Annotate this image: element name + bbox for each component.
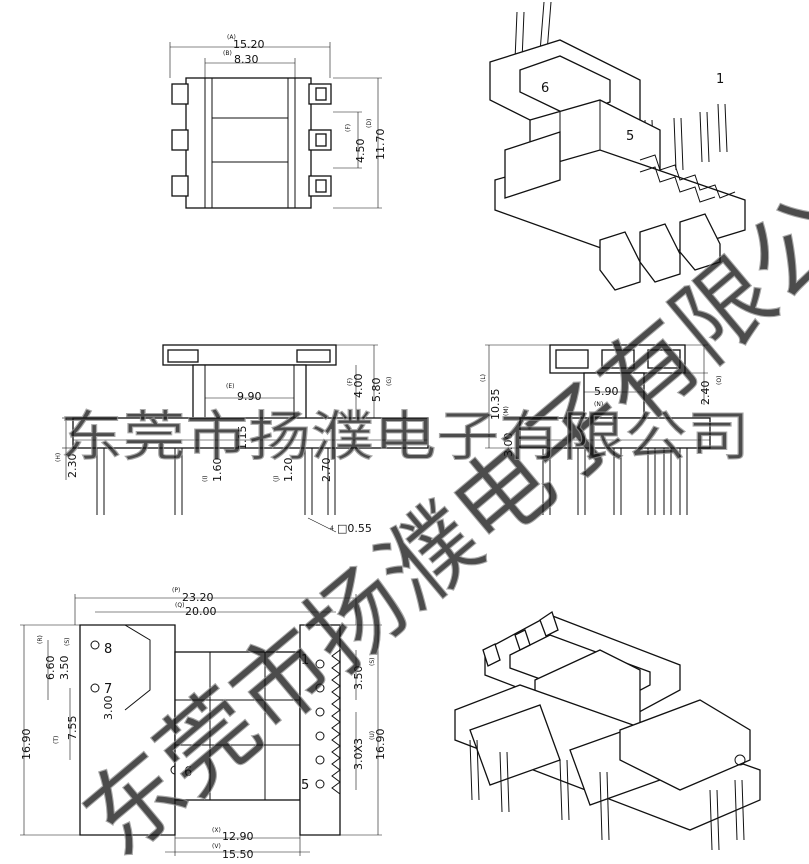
side-dim-f-tag: (F) — [347, 378, 354, 386]
bot-dim-r: 6.60 — [44, 656, 57, 681]
end-dim-n-tag: (N) — [594, 401, 603, 408]
end-dim-l-tag: (L) — [480, 374, 487, 382]
end-dim-m: 3.00 — [502, 433, 515, 458]
side-dim-pin: □0.55 — [337, 522, 372, 535]
side-dim-j-tag: (J) — [273, 476, 280, 482]
iso-pin-6: 6 — [541, 81, 549, 96]
dim-d-tag: (D) — [366, 119, 373, 128]
side-dim-270: 2.70 — [320, 458, 333, 483]
end-dim-l: 10.35 — [489, 389, 502, 421]
bot-dim-s: 3.50 — [58, 656, 71, 681]
end-view: 10.35 (L) 3.00 (M) 5.90 (N) 2.40 (O) — [480, 344, 723, 515]
bot-dim-left: 16.90 — [20, 729, 33, 761]
side-dim-f: 4.00 — [352, 374, 365, 399]
bot-pin-8: 8 — [104, 642, 112, 657]
end-dim-n: 5.90 — [594, 385, 619, 398]
isometric-bottom-view — [454, 610, 761, 851]
bot-dim-q: 20.00 — [185, 605, 217, 618]
end-dim-m-tag: (M) — [503, 406, 510, 416]
end-dim-o-tag: (O) — [716, 376, 723, 385]
side-dim-e: 9.90 — [237, 390, 262, 403]
bot-dim-t-tag: (T) — [53, 736, 60, 744]
bot-dim-q-tag: (Q) — [175, 602, 184, 609]
dim-f: 4.50 — [354, 139, 367, 164]
bot-dim-r-tag: (R) — [37, 635, 44, 644]
side-pin-tag: 4 — [330, 525, 334, 532]
side-dim-i-tag: (I) — [202, 476, 209, 482]
bot-dim-x: 12.90 — [222, 830, 254, 843]
side-dim-g: 5.80 — [370, 378, 383, 403]
side-dim-g-tag: (G) — [386, 377, 393, 386]
bot-dim-s2-tag: (S) — [369, 658, 376, 667]
bot-dim-300: 3.00 — [102, 696, 115, 721]
dim-a: 15.20 — [233, 38, 265, 51]
bottom-view: (P) 23.20 (Q) 20.00 8 7 6 5 1 — [20, 587, 387, 861]
side-dim-i: 1.60 — [211, 458, 224, 483]
bot-dim-right: 16.90 — [374, 729, 387, 761]
bot-dim-u-tag: (U) — [369, 731, 376, 740]
bot-pin-6: 6 — [184, 765, 192, 780]
isometric-top-view: 6 5 1 — [489, 1, 746, 291]
dim-a-tag: (A) — [227, 34, 236, 41]
bot-dim-v-tag: (V) — [212, 843, 221, 850]
bot-pin-5: 5 — [301, 778, 309, 793]
dim-b-tag: (B) — [223, 50, 232, 57]
bot-dim-v: 15.50 — [222, 848, 254, 861]
side-dim-e-tag: (E) — [226, 383, 234, 390]
bot-dim-t: 7.55 — [66, 716, 79, 741]
bot-dim-p: 23.20 — [182, 591, 214, 604]
iso-pin-1: 1 — [716, 72, 724, 87]
iso-pin-5: 5 — [626, 129, 634, 144]
top-view: (A) 15.20 (B) 8.30 4.50 (F) — [169, 34, 387, 209]
side-dim-115: 1.15 — [236, 426, 249, 451]
bot-dim-u: 3.0X3 — [352, 738, 365, 770]
bot-dim-x-tag: (X) — [212, 827, 221, 834]
bot-dim-p-tag: (P) — [172, 587, 180, 594]
bot-pin-7: 7 — [104, 682, 112, 697]
watermark-horizontal: 东莞市扬濮电子有限公司 — [60, 405, 750, 468]
dim-f-tag: (F) — [345, 124, 352, 132]
side-dim-j: 1.20 — [282, 458, 295, 483]
dim-d: 11.70 — [374, 129, 387, 161]
end-dim-o: 2.40 — [699, 381, 712, 406]
side-dim-h-tag: (H) — [55, 453, 62, 462]
dim-b: 8.30 — [234, 53, 259, 66]
bot-pin-1: 1 — [301, 653, 309, 668]
side-view: (E) 9.90 4.00 (F) 5.80 (G) 2.30 (H) 1.60… — [55, 344, 429, 535]
side-dim-h: 2.30 — [66, 454, 79, 479]
bot-dim-s2: 3.50 — [352, 666, 365, 691]
bot-dim-s-tag: (S) — [64, 638, 71, 647]
